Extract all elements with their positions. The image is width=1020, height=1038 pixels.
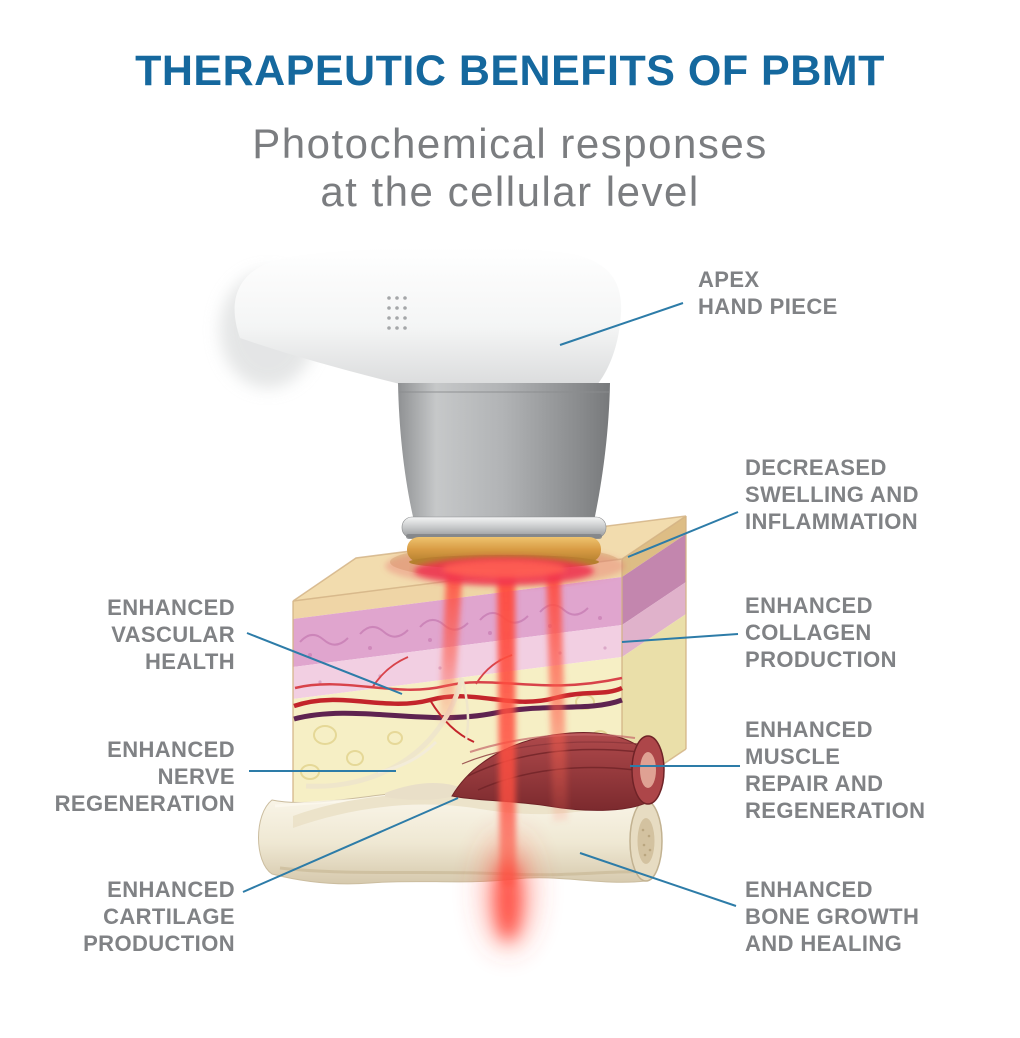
leader-line-bone-growth: [579, 852, 737, 907]
callout-cartilage-production: ENHANCED CARTILAGE PRODUCTION: [83, 877, 235, 956]
leader-line-collagen-production: [621, 633, 739, 643]
leader-line-apex-hand-piece: [559, 302, 684, 346]
leader-line-vascular-health: [246, 632, 403, 695]
page-title: THERAPEUTIC BENEFITS OF PBMT: [135, 47, 885, 95]
callout-vascular-health: ENHANCED VASCULAR HEALTH: [107, 595, 235, 674]
laser-contact-glow: [414, 557, 594, 585]
bone-spongy-texture: [641, 828, 652, 857]
callout-collagen-production: ENHANCED COLLAGEN PRODUCTION: [745, 593, 897, 672]
callout-nerve-regeneration: ENHANCED NERVE REGENERATION: [54, 737, 235, 816]
leader-line-cartilage-production: [242, 797, 459, 893]
callout-decreased-swelling: DECREASED SWELLING AND INFLAMMATION: [745, 455, 919, 534]
callout-muscle-repair: ENHANCED MUSCLE REPAIR AND REGENERATION: [745, 717, 926, 823]
leader-line-decreased-swelling: [627, 511, 739, 558]
page-subtitle: Photochemical responses at the cellular …: [252, 120, 768, 215]
gold-emitter-tip: [407, 537, 601, 562]
callout-bone-growth: ENHANCED BONE GROWTH AND HEALING: [745, 877, 920, 956]
cartilage-fascia: [293, 782, 622, 828]
callout-apex-hand-piece: APEX HAND PIECE: [698, 267, 838, 319]
apex-handpiece-illustration: [220, 246, 622, 569]
handpiece-grip-dots: [387, 296, 407, 330]
leader-lines: [242, 302, 740, 907]
